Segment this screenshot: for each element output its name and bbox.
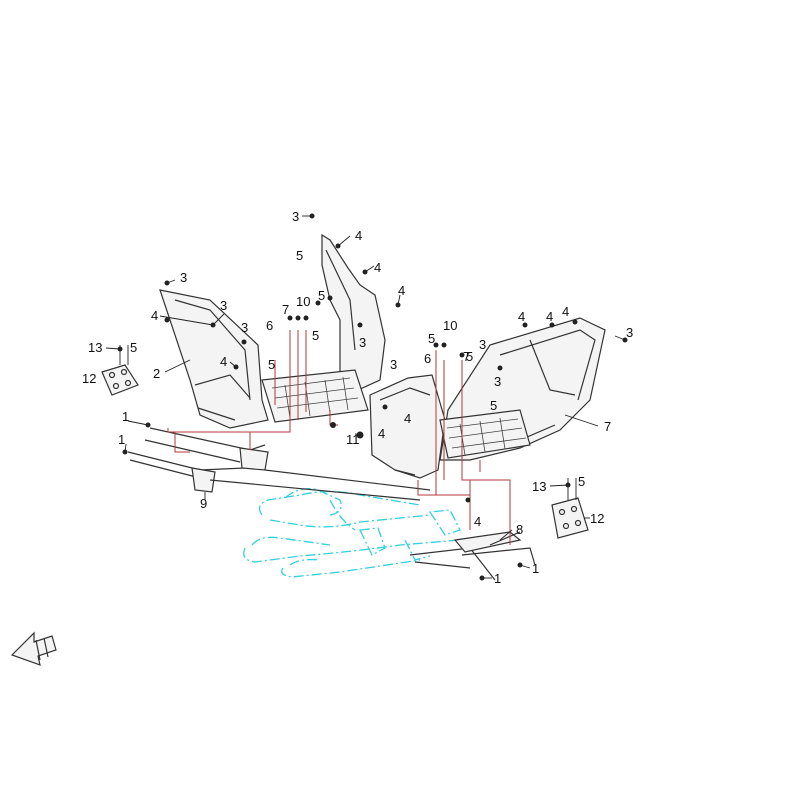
callout-4: 4: [404, 411, 411, 426]
callout-7: 7: [463, 349, 470, 364]
callout-5: 5: [268, 357, 275, 372]
callout-7: 7: [282, 302, 289, 317]
callout-3: 3: [180, 270, 187, 285]
callout-7: 7: [604, 419, 611, 434]
callout-4: 4: [151, 308, 158, 323]
callout-3: 3: [626, 325, 633, 340]
callout-3: 3: [220, 298, 227, 313]
callout-12: 12: [82, 371, 96, 386]
callout-5: 5: [428, 331, 435, 346]
left-footrest-plate: [159, 289, 269, 429]
leader-lines: [105, 215, 626, 579]
callout-1: 1: [118, 432, 125, 447]
callout-1: 1: [122, 409, 129, 424]
callout-13: 13: [532, 479, 546, 494]
callout-4: 4: [562, 304, 569, 319]
callout-4: 4: [518, 309, 525, 324]
callout-5: 5: [578, 474, 585, 489]
callout-1: 1: [532, 561, 539, 576]
callout-8: 8: [516, 522, 523, 537]
callout-5: 5: [296, 248, 303, 263]
callout-3: 3: [479, 337, 486, 352]
callout-3: 3: [359, 335, 366, 350]
left-front-guard: [321, 233, 386, 391]
callout-6: 6: [424, 351, 431, 366]
rubber-pad-left: [101, 364, 139, 396]
assembly-guide-lines: [167, 330, 511, 545]
callout-9: 9: [200, 496, 207, 511]
callout-4: 4: [398, 283, 405, 298]
callout-6: 6: [266, 318, 273, 333]
left-lower-bracket: [127, 427, 431, 501]
callout-labels: 1 1 1 1 2 3 3 3 3 3 3 3 3 3 4 4 4 4 4 4 …: [82, 209, 633, 586]
callout-5: 5: [490, 398, 497, 413]
callout-5: 5: [312, 328, 319, 343]
callout-3: 3: [292, 209, 299, 224]
vehicle-frame: [243, 487, 461, 578]
callout-3: 3: [390, 357, 397, 372]
callout-4: 4: [378, 426, 385, 441]
callout-4: 4: [546, 309, 553, 324]
callout-5: 5: [466, 349, 473, 364]
callout-4: 4: [374, 260, 381, 275]
callout-2: 2: [153, 366, 160, 381]
callout-1: 1: [494, 571, 501, 586]
callout-4: 4: [474, 514, 481, 529]
callout-5: 5: [318, 288, 325, 303]
callout-3: 3: [494, 374, 501, 389]
callout-3: 3: [241, 320, 248, 335]
callout-11: 11: [346, 432, 360, 447]
callout-4: 4: [220, 354, 227, 369]
left-footrest-grid: [261, 369, 369, 423]
front-direction-arrow-icon: [10, 631, 57, 666]
callout-4: 4: [355, 228, 362, 243]
rubber-pad-right: [551, 497, 589, 539]
callout-13: 13: [88, 340, 102, 355]
fasteners: [117, 213, 628, 581]
callout-5: 5: [130, 340, 137, 355]
callout-12: 12: [590, 511, 604, 526]
right-front-guard: [369, 374, 446, 479]
callout-10: 10: [443, 318, 457, 333]
callout-10: 10: [296, 294, 310, 309]
